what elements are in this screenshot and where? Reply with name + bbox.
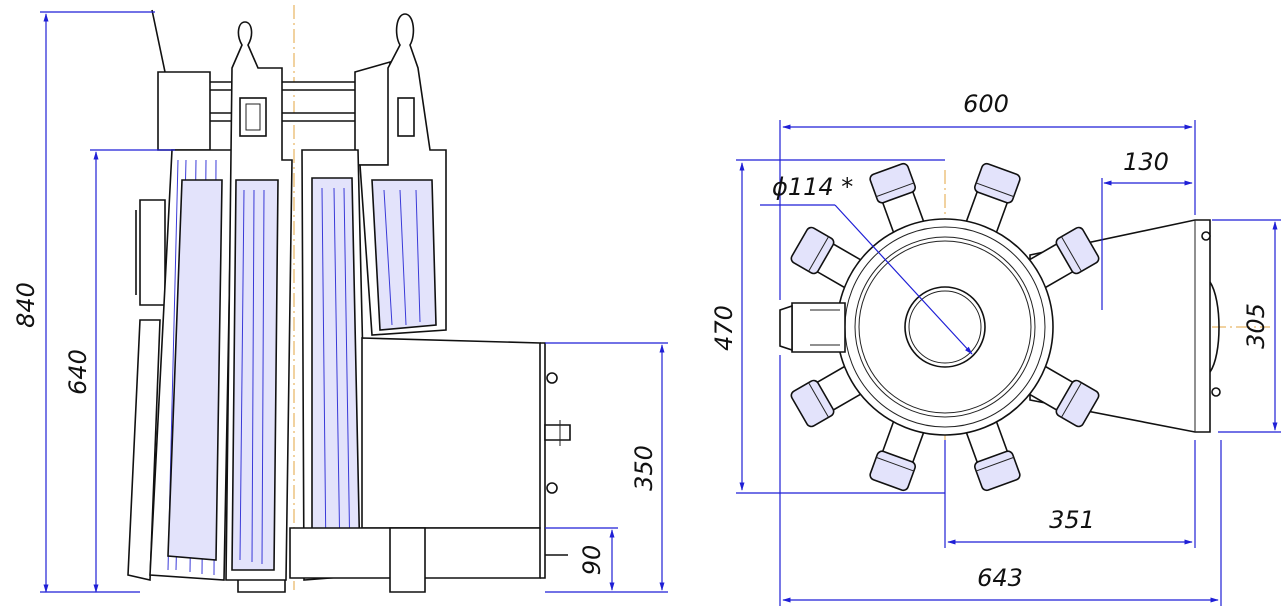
base-legs — [237, 527, 541, 593]
convection-panel-3 — [301, 149, 369, 581]
dim-leg-height: 90 — [578, 545, 606, 576]
door-handle — [544, 424, 571, 441]
top-view: 600 130 ϕ114 * 470 305 351 643 — [710, 90, 1281, 606]
dim-pipe-diameter: ϕ114 * — [772, 173, 853, 201]
dim-firebox-length: 130 — [1123, 148, 1169, 176]
dim-total-length: 643 — [977, 564, 1023, 592]
convection-panel-2 — [225, 21, 293, 581]
side-handle — [139, 199, 166, 306]
dim-depth: 470 — [710, 305, 738, 351]
dim-firebox-width: 305 — [1242, 303, 1270, 349]
chimney-pipe — [904, 286, 986, 368]
convection-panel-4 — [359, 13, 447, 336]
convection-panel-1 — [149, 149, 233, 581]
dim-firebox-height: 350 — [630, 445, 658, 491]
dim-center-to-door: 351 — [1049, 506, 1095, 534]
dim-width: 600 — [963, 90, 1009, 118]
dim-total-height: 840 — [12, 282, 40, 328]
side-view: 840 640 350 90 — [12, 5, 668, 593]
dim-body-height: 640 — [64, 349, 92, 395]
